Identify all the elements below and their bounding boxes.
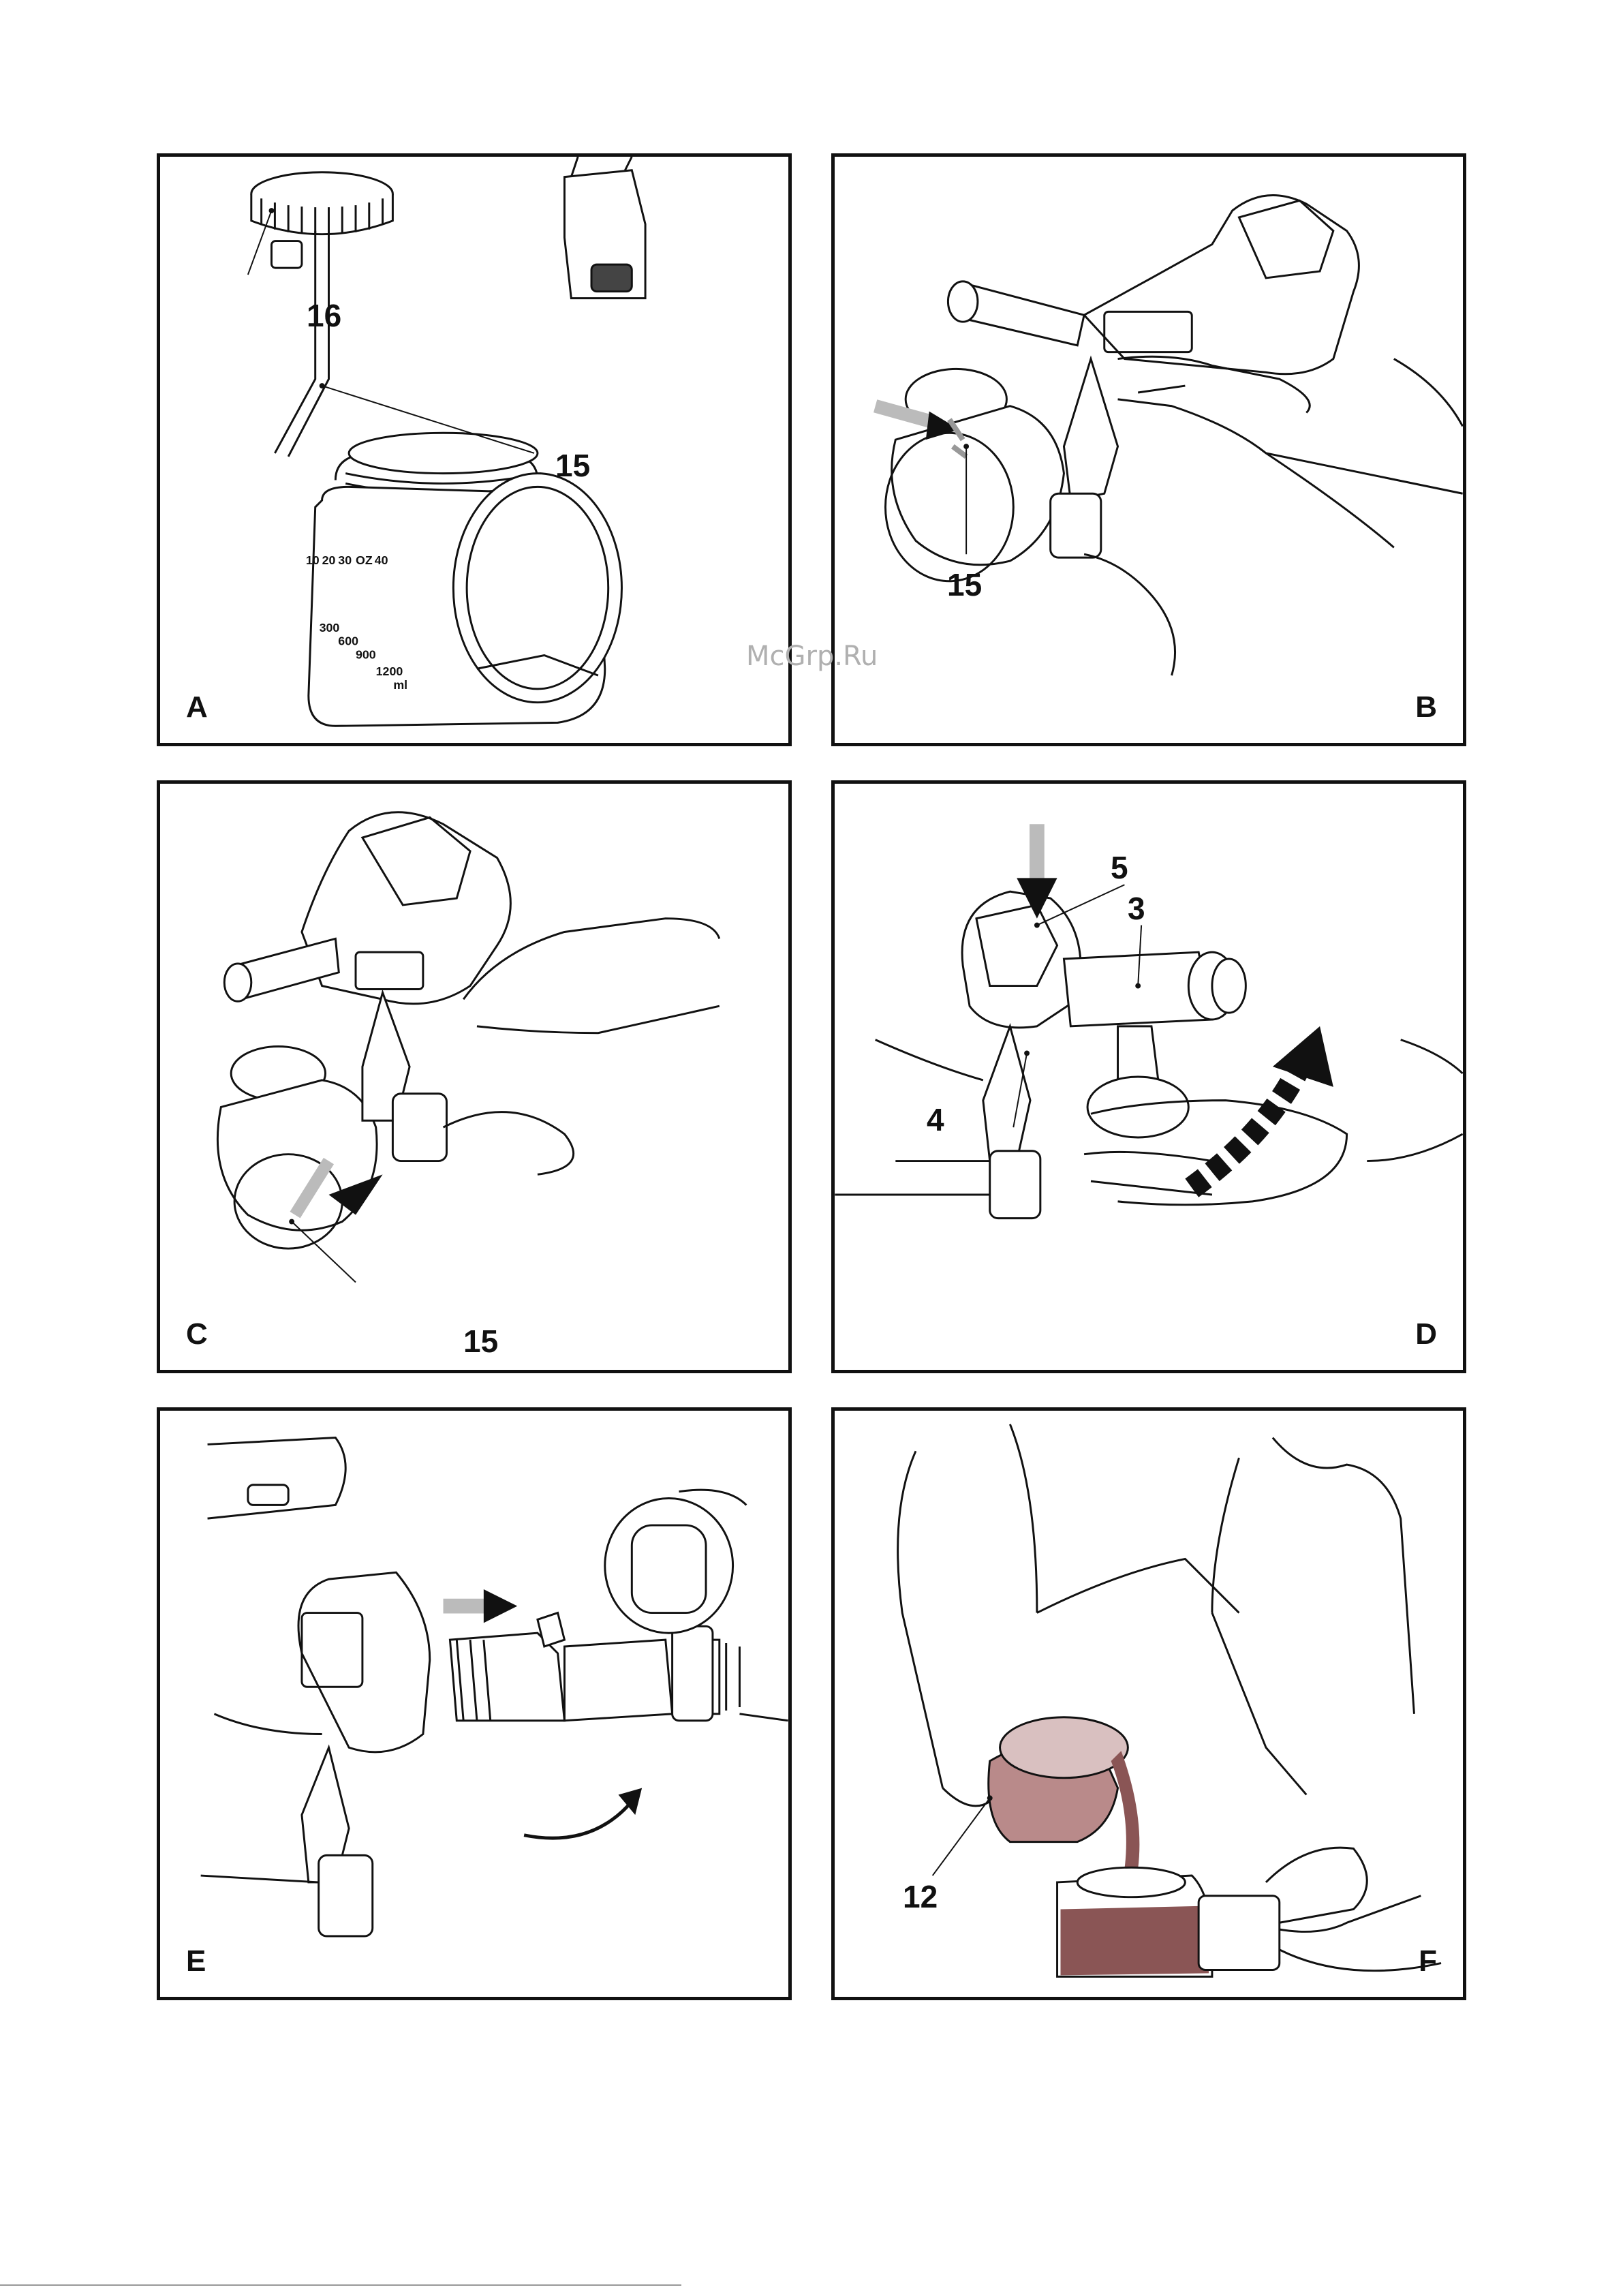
scale-oz-30: 30	[338, 553, 352, 567]
front-assembly-illustration	[160, 1411, 788, 1997]
callout-15: 15	[555, 450, 590, 481]
scale-oz-unit: OZ	[356, 553, 373, 567]
scale-oz-40: 40	[375, 553, 388, 567]
panel-letter-a: A	[186, 692, 208, 722]
callout-3: 3	[1128, 893, 1145, 924]
panel-f: 12 F	[831, 1407, 1466, 2000]
scale-ml-300: 300	[320, 621, 340, 634]
footer-divider	[0, 2284, 681, 2286]
scale-ml-unit: ml	[393, 678, 407, 692]
panel-b: 15 B	[831, 153, 1466, 746]
callout-12: 12	[903, 1881, 938, 1912]
panel-letter-b: B	[1415, 692, 1437, 722]
callout-15: 15	[463, 1326, 498, 1357]
panel-letter-f: F	[1419, 1946, 1437, 1976]
callout-5: 5	[1111, 852, 1128, 883]
spray-gun-tilt-alt-illustration	[160, 784, 788, 1370]
panel-d: 5 3 4 D	[831, 780, 1466, 1373]
panel-e: E	[157, 1407, 792, 2000]
watermark-text: McGrp.Ru	[746, 641, 878, 672]
panel-c: 15 C	[157, 780, 792, 1373]
scale-oz-20: 20	[322, 553, 336, 567]
callout-16: 16	[307, 300, 341, 331]
paint-container-illustration: 40 OZ 30 20 10 1200 900 600 300 ml	[160, 157, 788, 743]
panel-letter-d: D	[1415, 1319, 1437, 1349]
spray-gun-tilt-illustration	[835, 157, 1463, 743]
scale-ml-900: 900	[356, 647, 376, 661]
callout-15: 15	[947, 569, 982, 600]
panel-letter-e: E	[186, 1946, 206, 1976]
callout-4: 4	[927, 1104, 944, 1135]
panel-letter-c: C	[186, 1319, 208, 1349]
container-attach-illustration	[835, 784, 1463, 1370]
panel-a: 40 OZ 30 20 10 1200 900 600 300 ml 16 15…	[157, 153, 792, 746]
scale-ml-600: 600	[338, 634, 358, 648]
scale-ml-1200: 1200	[376, 664, 403, 678]
scale-oz-10: 10	[306, 553, 320, 567]
